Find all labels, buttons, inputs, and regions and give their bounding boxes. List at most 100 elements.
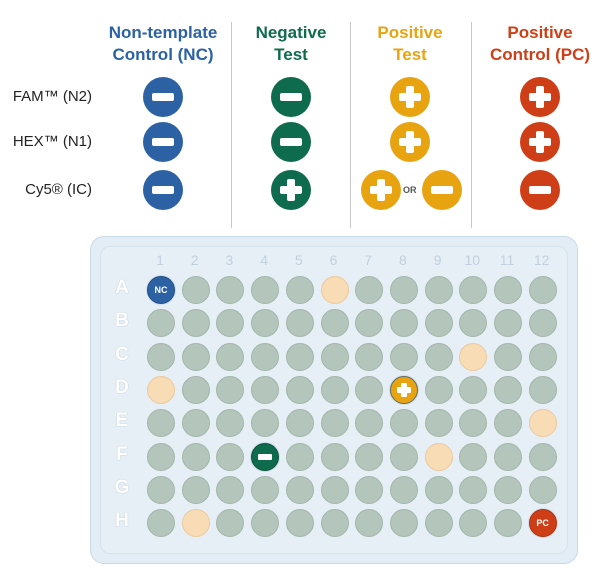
column-label-7: 7 xyxy=(364,252,373,268)
well xyxy=(147,309,175,338)
well xyxy=(320,509,349,538)
well xyxy=(251,375,280,404)
well xyxy=(147,475,175,504)
well-pale xyxy=(459,342,488,371)
row-label-B: B xyxy=(115,310,129,332)
column-label-3: 3 xyxy=(225,252,234,268)
channel-label: FAM™ (N2) xyxy=(12,88,92,105)
well xyxy=(285,442,314,471)
well xyxy=(216,409,245,438)
well-pale xyxy=(320,276,349,304)
column-header-line2: Test xyxy=(274,45,308,64)
well xyxy=(251,475,280,504)
well xyxy=(285,309,314,338)
well xyxy=(494,342,522,371)
column-label-12: 12 xyxy=(533,252,550,268)
well xyxy=(528,309,557,338)
well xyxy=(355,475,384,504)
column-label-11: 11 xyxy=(499,252,515,268)
well xyxy=(355,375,384,404)
column-label-9: 9 xyxy=(433,252,442,268)
plus-icon xyxy=(520,77,560,117)
well xyxy=(355,409,384,438)
well xyxy=(285,409,314,438)
row-label-E: E xyxy=(115,410,129,432)
well xyxy=(355,509,384,538)
well xyxy=(320,442,349,471)
well xyxy=(459,409,488,438)
row-label-D: D xyxy=(115,376,129,398)
well-negative-minus-icon xyxy=(251,442,280,471)
column-label-6: 6 xyxy=(329,252,338,268)
well xyxy=(285,375,314,404)
well xyxy=(285,342,314,371)
well xyxy=(147,442,175,471)
channel-label: Cy5® (IC) xyxy=(25,181,92,198)
well xyxy=(320,475,349,504)
column-label-10: 10 xyxy=(464,252,481,268)
row-label-H: H xyxy=(115,510,129,532)
well xyxy=(528,342,557,371)
minus-icon xyxy=(143,170,183,210)
well xyxy=(251,309,280,338)
well xyxy=(251,409,280,438)
well xyxy=(459,276,488,304)
well-label: NC xyxy=(154,285,168,295)
minus-icon xyxy=(143,122,183,162)
channel-label: HEX™ (N1) xyxy=(12,133,92,150)
well xyxy=(147,342,175,371)
well xyxy=(389,342,418,371)
row-label-F: F xyxy=(116,443,128,465)
well xyxy=(181,442,210,471)
well xyxy=(216,475,245,504)
well xyxy=(424,342,453,371)
column-label-5: 5 xyxy=(294,252,303,268)
well xyxy=(251,509,280,538)
well-pale xyxy=(181,509,210,538)
well-pale xyxy=(147,375,175,404)
column-header-line2: Control (PC) xyxy=(489,45,591,64)
well xyxy=(251,342,280,371)
well-nc: NC xyxy=(147,276,175,304)
well xyxy=(181,475,210,504)
well xyxy=(320,309,349,338)
well xyxy=(355,342,384,371)
well xyxy=(424,509,453,538)
column-label-2: 2 xyxy=(190,252,199,268)
well xyxy=(181,409,210,438)
well xyxy=(216,375,245,404)
column-divider xyxy=(231,22,232,228)
well-pc: PC xyxy=(528,509,557,538)
minus-icon xyxy=(520,170,560,210)
column-header-line1: Positive xyxy=(507,23,573,42)
well xyxy=(181,309,210,338)
column-divider xyxy=(471,22,472,228)
column-header-line2: Control (NC) xyxy=(112,45,214,64)
well xyxy=(389,475,418,504)
well xyxy=(528,375,557,404)
plus-icon xyxy=(390,122,430,162)
column-divider xyxy=(350,22,351,228)
well xyxy=(459,509,488,538)
well-label: PC xyxy=(536,518,549,529)
well xyxy=(494,276,522,304)
well xyxy=(424,375,453,404)
column-header-line2: Test xyxy=(393,45,427,64)
well xyxy=(459,475,488,504)
well xyxy=(459,375,488,404)
well xyxy=(389,442,418,471)
well-positive-plus-icon xyxy=(389,375,418,404)
well xyxy=(494,509,522,538)
well xyxy=(216,509,245,538)
column-header-line1: Negative xyxy=(255,23,327,42)
well xyxy=(251,276,280,304)
well xyxy=(424,409,453,438)
row-label-C: C xyxy=(115,343,129,365)
minus-icon xyxy=(271,122,311,162)
well xyxy=(216,309,245,338)
row-label-G: G xyxy=(114,476,130,498)
column-label-1: 1 xyxy=(156,252,164,268)
